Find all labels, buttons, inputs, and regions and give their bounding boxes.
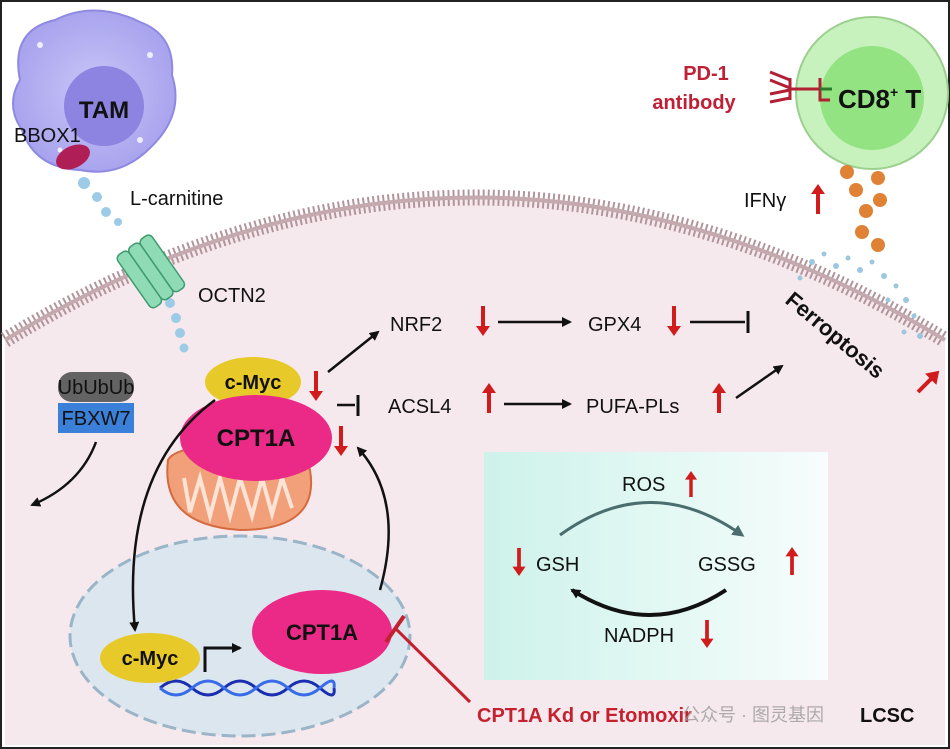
- to-nrf2-arrow: [327, 330, 380, 373]
- tam-nucleus: [64, 66, 144, 146]
- nrf2-label: NRF2: [390, 314, 442, 336]
- inhibitor-bar: [384, 614, 406, 644]
- tam-label: TAM: [79, 97, 129, 124]
- cpt1a-export-arrow: [356, 446, 390, 591]
- gssg-label: GSSG: [698, 554, 756, 576]
- ububub-label: UbUbUb: [58, 377, 135, 399]
- acsl4-label: ACSL4: [388, 396, 451, 418]
- bbox1-organelle: [56, 144, 90, 170]
- lcsc-label: LCSC: [860, 705, 914, 727]
- membrane-damage: [797, 251, 923, 339]
- octn2-label: OCTN2: [198, 285, 266, 307]
- cpt1a-cytoplasm-label: CPT1A: [217, 425, 296, 452]
- fbxw7-label: FBXW7: [62, 408, 131, 430]
- cpt1a-nucleus: [252, 590, 392, 674]
- cmyc-nucleus: [100, 633, 200, 683]
- degradation-arrow: [30, 441, 98, 507]
- pufa-to-ferroptosis-arrow: [735, 364, 784, 400]
- gssg-to-gsh-arrow: [570, 588, 728, 617]
- inhibitor-label: CPT1A Kd or Etomoxir: [477, 705, 692, 727]
- cmyc-import-arrow: [129, 398, 216, 632]
- octn2-transporter: [116, 234, 186, 309]
- cmyc-nucleus-label: c-Myc: [122, 648, 179, 670]
- ifng-label: IFNγ: [744, 190, 786, 212]
- ifng-droplets: [840, 165, 887, 252]
- cpt1a-cytoplasm: [180, 395, 332, 481]
- cd8-t-cell-nucleus: [820, 46, 924, 150]
- pd1-label-line1: PD-1: [683, 63, 729, 85]
- tam-cell: [12, 9, 177, 173]
- fbxw7-box: [58, 403, 134, 433]
- bbox1-label: BBOX1: [14, 125, 81, 147]
- gsh-label: GSH: [536, 554, 579, 576]
- dna-helix: [159, 679, 336, 697]
- gsh-to-gssg-arrow: [559, 501, 745, 537]
- ferroptosis-up-arrow: [916, 370, 940, 394]
- ububub-chain: [58, 372, 134, 402]
- inhibitor-line: [393, 626, 472, 704]
- cpt1a-nucleus-label: CPT1A: [286, 620, 358, 645]
- l-carnitine-label: L-carnitine: [130, 188, 223, 210]
- nadph-label: NADPH: [604, 625, 674, 647]
- lcsc-nucleus: [68, 534, 412, 738]
- watermark: 公众号 · 图灵基因: [682, 705, 824, 725]
- gpx4-label: GPX4: [588, 314, 641, 336]
- cmyc-cytoplasm: [205, 357, 301, 407]
- redox-box: [484, 452, 828, 680]
- l-carnitine-droplets: [78, 177, 189, 353]
- pufa-label: PUFA-PLs: [586, 396, 679, 418]
- pd1-label-line2: antibody: [652, 92, 736, 114]
- transcription-arrow: [203, 643, 242, 672]
- cmyc-cytoplasm-label: c-Myc: [225, 372, 282, 394]
- pd1-antibody-icon: [769, 70, 832, 104]
- ros-label: ROS: [622, 474, 665, 496]
- cd8-label: CD8+ T: [838, 84, 921, 114]
